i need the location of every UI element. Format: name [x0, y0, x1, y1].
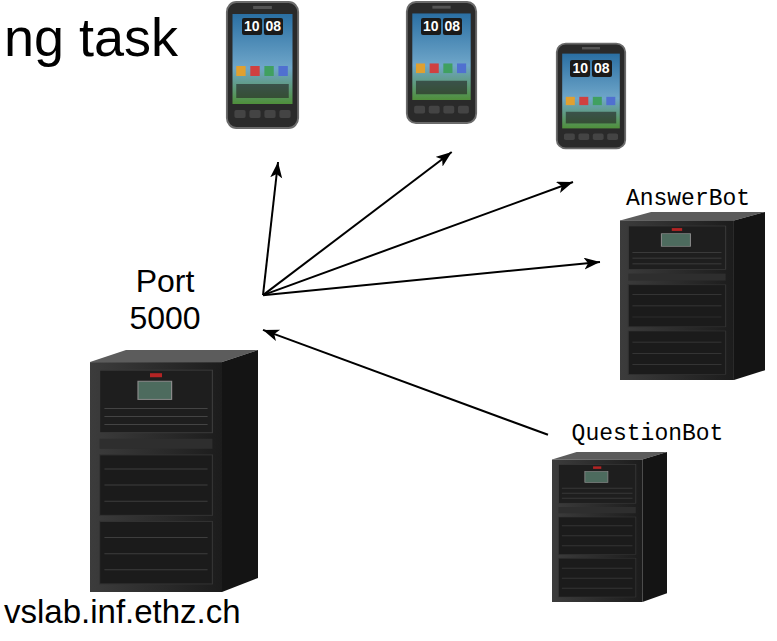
arrow-connector: [263, 330, 548, 435]
server-node: Port 5000 vslab.inf.ethz.ch: [0, 255, 263, 641]
clock-widget: 1008: [225, 18, 300, 35]
server-name: QuestionBot: [548, 422, 747, 447]
clock-widget: 1008: [405, 18, 478, 35]
server-picture: [620, 212, 765, 380]
server-name: AnswerBot: [600, 187, 776, 212]
server-node: AnswerBot: [600, 185, 776, 380]
server-node: QuestionBot: [548, 420, 747, 605]
port-label: Port 5000: [115, 263, 215, 337]
phone-node: 1008: [225, 0, 300, 162]
arrow-connector: [263, 262, 600, 295]
clock-widget: 1008: [555, 60, 627, 77]
arrow-connector: [263, 152, 452, 295]
server-picture: [552, 452, 667, 602]
clock-digits: 10: [570, 60, 590, 77]
clock-digits: 10: [421, 18, 441, 35]
clock-digits: 08: [592, 60, 612, 77]
phone-picture: [227, 2, 298, 128]
host-name: vslab.inf.ethz.ch: [4, 593, 259, 631]
phone-picture: [407, 2, 476, 123]
clock-digits: 08: [264, 18, 284, 35]
slide-title: ng task: [4, 8, 178, 67]
clock-digits: 10: [242, 18, 262, 35]
phone-node: 1008: [555, 42, 627, 182]
server-picture: [90, 350, 258, 592]
arrow-connector: [263, 182, 573, 295]
arrow-connector: [263, 162, 278, 295]
clock-digits: 08: [443, 18, 463, 35]
phone-picture: [557, 44, 625, 149]
phone-node: 1008: [405, 0, 478, 152]
